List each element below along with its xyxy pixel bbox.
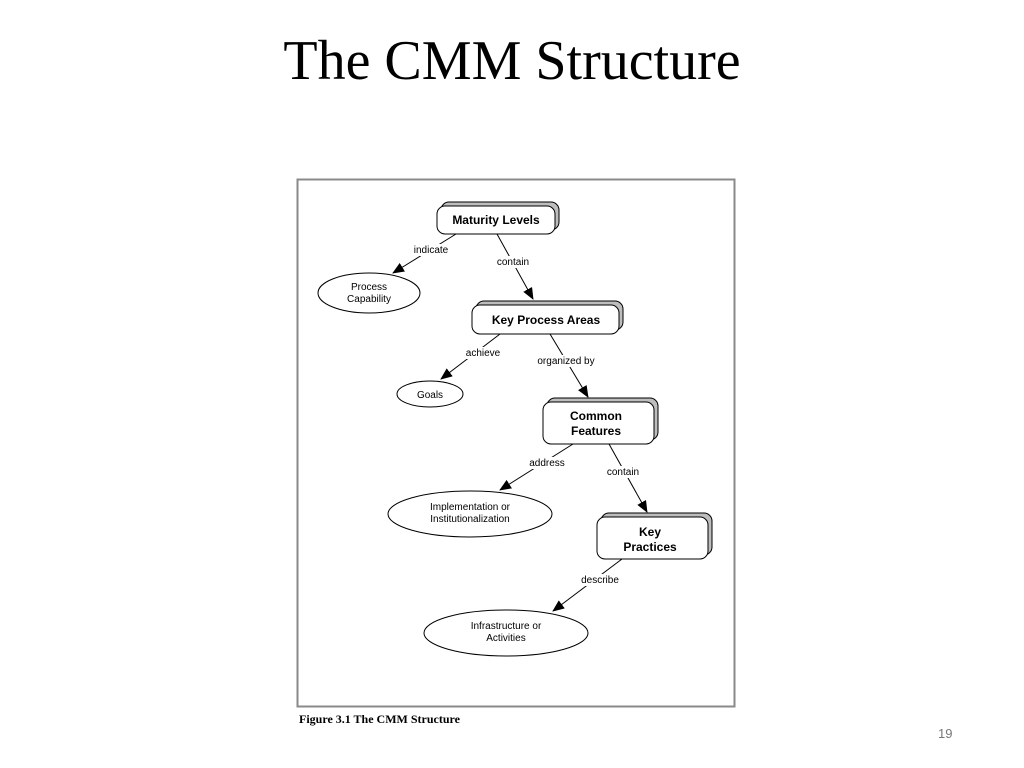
node-label: Practices: [623, 540, 677, 554]
node-label: Features: [571, 424, 621, 438]
edge-achieve: achieve: [440, 333, 503, 380]
edge-contain-2: contain: [604, 443, 648, 513]
node-process-capability: Process Capability: [317, 272, 421, 314]
edge-label: indicate: [414, 245, 449, 256]
node-label: Institutionalization: [430, 514, 510, 525]
node-label: Key Process Areas: [492, 313, 601, 327]
edge-label: achieve: [466, 348, 501, 359]
edge-label: address: [529, 458, 565, 469]
edge-label: describe: [581, 575, 619, 586]
node-goals: Goals: [396, 380, 464, 408]
figure-caption: Figure 3.1 The CMM Structure: [299, 712, 460, 726]
node-implementation: Implementation or Institutionalization: [387, 490, 553, 538]
slide-title: The CMM Structure: [283, 30, 741, 92]
edge-label: organized by: [537, 356, 594, 367]
edge-organized-by: organized by: [533, 333, 599, 398]
node-label: Process: [351, 282, 387, 293]
node-infrastructure: Infrastructure or Activities: [423, 609, 589, 657]
node-label: Key: [639, 525, 661, 539]
node-label: Capability: [347, 294, 391, 305]
node-label: Common: [570, 409, 622, 423]
node-key-practices: Key Practices: [596, 512, 713, 560]
edge-contain-1: contain: [494, 233, 534, 300]
edge-label: contain: [607, 467, 639, 478]
edge-describe: describe: [552, 558, 623, 612]
node-key-process-areas: Key Process Areas: [471, 300, 624, 335]
edge-indicate: indicate: [392, 233, 457, 274]
node-label: Implementation or: [430, 502, 511, 513]
node-label: Infrastructure or: [471, 621, 542, 632]
node-label: Maturity Levels: [452, 213, 540, 227]
node-common-features: Common Features: [542, 397, 659, 445]
slide-number: 19: [938, 726, 953, 741]
node-label: Activities: [486, 633, 525, 644]
edge-label: contain: [497, 257, 529, 268]
edge-address: address: [499, 443, 574, 491]
node-maturity-levels: Maturity Levels: [436, 201, 560, 235]
node-label: Goals: [417, 390, 443, 401]
